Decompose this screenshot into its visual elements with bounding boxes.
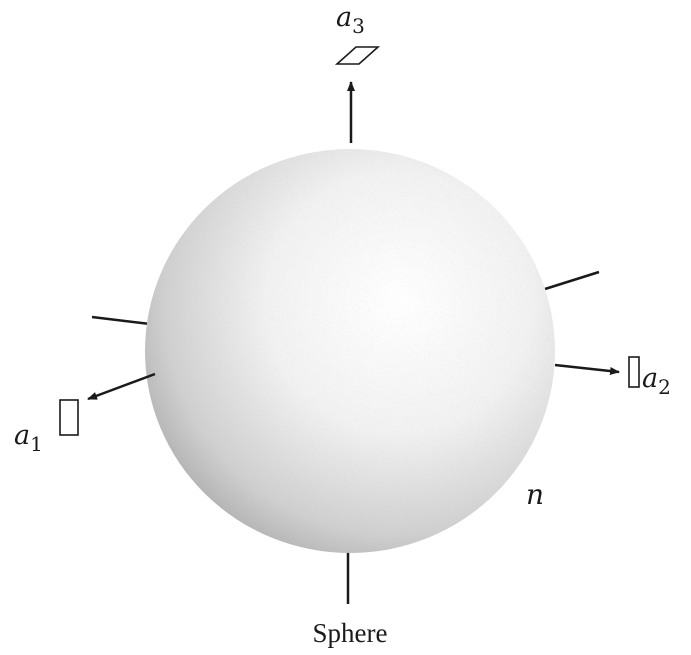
label-normal-n: n bbox=[526, 478, 544, 511]
label-a2: a2 bbox=[642, 363, 671, 399]
sphere bbox=[145, 149, 555, 553]
area-element-a1-icon bbox=[59, 399, 79, 436]
axis-stub-left bbox=[91, 315, 151, 326]
arrow-a1 bbox=[87, 372, 156, 401]
arrow-a2 bbox=[554, 363, 620, 375]
area-element-a3-icon bbox=[334, 46, 381, 65]
area-element-a2-icon bbox=[628, 356, 640, 388]
caption-sphere: Sphere bbox=[313, 618, 388, 648]
label-a1: a1 bbox=[14, 420, 43, 456]
axis-stub-right bbox=[544, 270, 600, 291]
label-a3: a3 bbox=[336, 2, 365, 38]
